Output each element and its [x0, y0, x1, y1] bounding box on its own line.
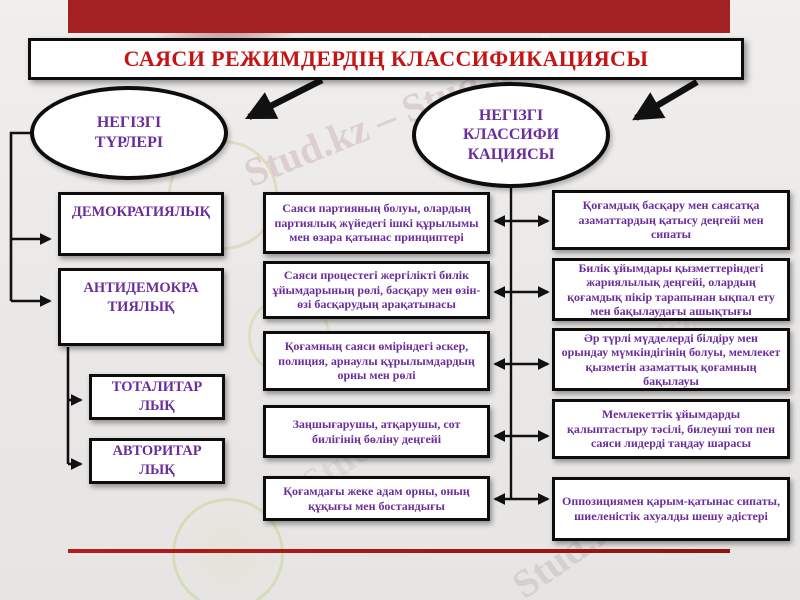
- type-box-antidemocratic: АНТИДЕМОКРА ТИЯЛЫҚ: [58, 268, 224, 346]
- slide-title: САЯСИ РЕЖИМДЕРДІҢ КЛАССИФИКАЦИЯСЫ: [123, 46, 649, 71]
- indicator-box-participation: Қоғамдық басқару мен саясатқа азаматтард…: [552, 190, 790, 250]
- arrow-to-left-ellipse: [244, 77, 324, 120]
- bottom-red-line: [68, 549, 730, 553]
- indicator-box-state-formation: Мемлекеттік ұйымдарды қалыптастыру тәсіл…: [552, 399, 790, 459]
- type-box-democratic: ДЕМОКРАТИЯЛЫҚ: [58, 192, 224, 256]
- criteria-box-individual-rights: Қоғамдағы жеке адам орны, оның құқығы ме…: [263, 476, 490, 521]
- indicator-box-transparency: Билік ұйымдары қызметтеріндегі жариялылы…: [552, 258, 790, 321]
- indicator-box-interests: Әр түрлі мүдделерді білдіру мен орындау …: [552, 328, 790, 391]
- criteria-box-separation-of-powers: Заңшығарушы, атқарушы, сот билігінің бөл…: [263, 405, 490, 458]
- slide-title-box: САЯСИ РЕЖИМДЕРДІҢ КЛАССИФИКАЦИЯСЫ: [28, 38, 744, 80]
- criteria-box-parties: Саяси партияның болуы, олардың партиялық…: [263, 192, 490, 254]
- top-red-bar: [68, 0, 730, 33]
- criteria-box-army-police: Қоғамның саяси өміріндегі әскер, полиция…: [263, 331, 490, 391]
- criteria-box-local-power: Саяси процестегі жергілікті билік ұйымда…: [263, 261, 490, 319]
- type-box-authoritarian: АВТОРИТАР ЛЫҚ: [89, 438, 225, 484]
- ellipse-main-types-label: НЕГІЗГІ ТҮРЛЕРІ: [94, 114, 164, 151]
- arrow-to-right-ellipse: [632, 79, 699, 121]
- ellipse-main-types: НЕГІЗГІ ТҮРЛЕРІ: [30, 86, 228, 180]
- types-tree-connector: [9, 131, 34, 301]
- ellipse-main-classification-label: НЕГІЗГІ КЛАССИФИ КАЦИЯСЫ: [462, 107, 560, 163]
- type-box-totalitarian: ТОТАЛИТАР ЛЫҚ: [89, 374, 225, 420]
- ellipse-main-classification: НЕГІЗГІ КЛАССИФИ КАЦИЯСЫ: [412, 82, 610, 188]
- indicator-box-opposition: Оппозициямен қарым-қатынас сипаты, шиеле…: [552, 477, 790, 541]
